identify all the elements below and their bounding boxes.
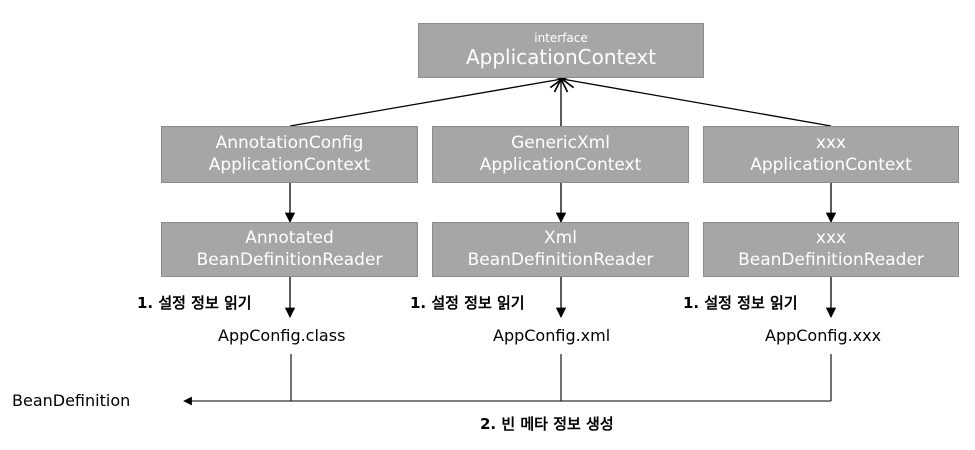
reader-line1: Annotated [245,228,334,249]
bean-definition-label: BeanDefinition [12,391,131,410]
xxx-reader-box: xxx BeanDefinitionReader [703,222,959,277]
context-line2: ApplicationContext [750,154,912,175]
step1-label: 1. 설정 정보 읽기 [410,294,525,312]
reader-line2: BeanDefinitionReader [738,249,924,270]
reader-line1: Xml [544,228,577,249]
context-line1: xxx [815,133,847,154]
inherit-arrow-annotation [289,79,562,127]
xml-reader-box: Xml BeanDefinitionReader [432,222,689,277]
application-context-name: ApplicationContext [465,45,657,70]
application-context-interface-box: interface ApplicationContext [418,23,704,78]
step1-label: 1. 설정 정보 읽기 [683,294,798,312]
step1-label: 1. 설정 정보 읽기 [137,294,252,312]
context-line1: GenericXml [511,133,610,154]
reader-line2: BeanDefinitionReader [196,249,383,270]
annotation-config-context-box: AnnotationConfig ApplicationContext [161,126,418,183]
config-class-label: AppConfig.class [218,326,346,345]
config-xxx-label: AppConfig.xxx [765,326,882,345]
context-line1: AnnotationConfig [215,133,364,154]
xxx-context-box: xxx ApplicationContext [703,126,959,183]
step2-label: 2. 빈 메타 정보 생성 [480,415,614,433]
reader-line2: BeanDefinitionReader [467,249,654,270]
context-line2: ApplicationContext [208,154,371,175]
config-xml-label: AppConfig.xml [493,326,611,345]
generic-xml-context-box: GenericXml ApplicationContext [432,126,689,183]
reader-line1: xxx [815,228,847,249]
interface-stereotype: interface [534,30,588,45]
inherit-arrow-xxx [562,79,832,127]
context-line2: ApplicationContext [479,154,642,175]
annotated-reader-box: Annotated BeanDefinitionReader [161,222,418,277]
